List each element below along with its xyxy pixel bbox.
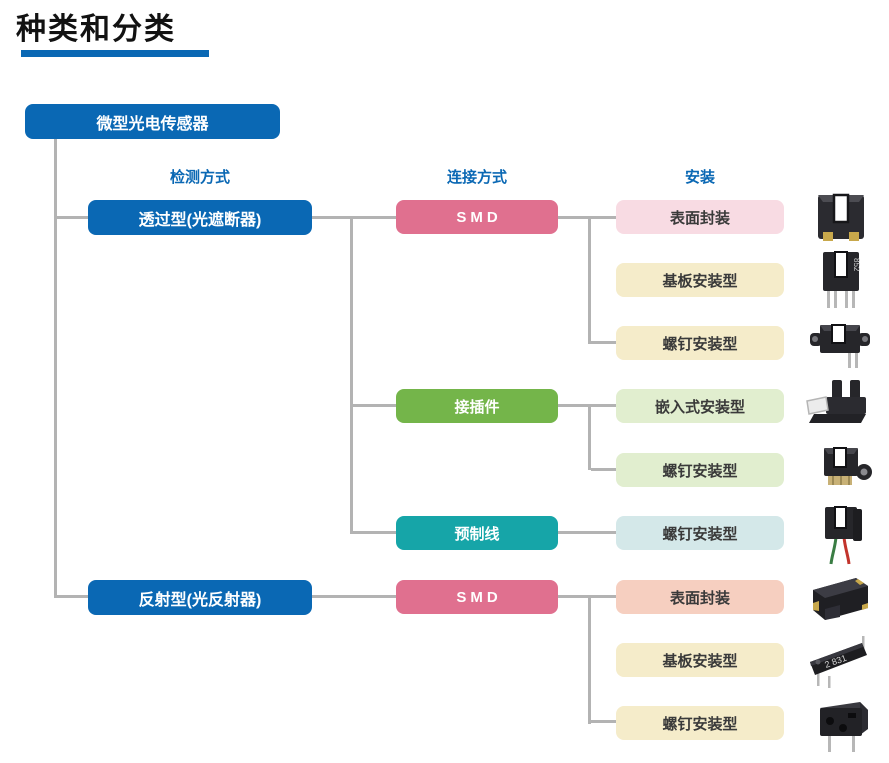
tree-line-detection-to-smd2 bbox=[312, 595, 396, 598]
tree-line-smd-to-mount bbox=[558, 216, 616, 219]
reflective-sensor-smd-icon bbox=[798, 565, 882, 629]
node-screw-mount-3: 螺钉安装型 bbox=[616, 516, 784, 550]
node-smd-2: SMD bbox=[396, 580, 558, 614]
tree-line-row1-stub bbox=[54, 216, 88, 219]
page-title: 种类和分类 bbox=[16, 13, 176, 46]
tree-line-prewired-stub bbox=[353, 531, 396, 534]
node-screw-mount-2: 螺钉安装型 bbox=[616, 453, 784, 487]
tree-line-connector-to-mount bbox=[558, 404, 616, 407]
tree-line-smd2-to-mount bbox=[558, 595, 616, 598]
node-connector: 接插件 bbox=[396, 389, 558, 423]
node-surface-mount-2: 表面封装 bbox=[616, 580, 784, 614]
reflective-sensor-pcb-icon: 2 831 bbox=[798, 628, 882, 692]
tree-line-row3-stub bbox=[591, 341, 616, 344]
column-header-connection: 连接方式 bbox=[446, 169, 507, 186]
slot-sensor-pcb-icon: 852 bbox=[798, 248, 882, 312]
slot-sensor-smd-icon bbox=[798, 185, 882, 249]
title-underline bbox=[21, 50, 209, 57]
tree-line-row7-stub bbox=[54, 595, 88, 598]
svg-text:852: 852 bbox=[852, 258, 861, 272]
node-reflective-type: 反射型(光反射器) bbox=[88, 580, 312, 615]
tree-line-row9-stub bbox=[591, 720, 616, 723]
tree-line-connector-stub bbox=[353, 404, 396, 407]
reflective-sensor-screw-icon bbox=[798, 691, 882, 755]
tree-line-connection-vertical bbox=[350, 216, 353, 534]
svg-text:2 831: 2 831 bbox=[823, 653, 848, 670]
node-smd-1: SMD bbox=[396, 200, 558, 234]
tree-line-detection-to-smd bbox=[312, 216, 396, 219]
slot-sensor-screw-icon bbox=[798, 311, 882, 375]
node-pcb-mount-2: 基板安装型 bbox=[616, 643, 784, 677]
node-surface-mount-1: 表面封装 bbox=[616, 200, 784, 234]
tree-line-prewired-to-mount bbox=[558, 531, 616, 534]
tree-line-row5-stub bbox=[591, 468, 616, 471]
node-prewired: 预制线 bbox=[396, 516, 558, 550]
node-pcb-mount-1: 基板安装型 bbox=[616, 263, 784, 297]
column-header-detection: 检测方式 bbox=[169, 169, 230, 186]
node-screw-mount-1: 螺钉安装型 bbox=[616, 326, 784, 360]
column-header-mounting: 安装 bbox=[684, 169, 715, 186]
tree-line-root-vertical bbox=[54, 139, 57, 598]
node-embedded-mount: 嵌入式安装型 bbox=[616, 389, 784, 423]
slot-sensor-prewired-icon bbox=[798, 501, 882, 565]
tree-line-smd-group-vertical bbox=[588, 216, 591, 344]
node-root-sensor: 微型光电传感器 bbox=[25, 104, 280, 139]
tree-line-smd2-group-vertical bbox=[588, 595, 591, 724]
slot-sensor-connector-icon bbox=[798, 374, 882, 438]
slot-sensor-screw-connector-icon bbox=[798, 438, 882, 502]
node-screw-mount-4: 螺钉安装型 bbox=[616, 706, 784, 740]
tree-line-connector-group-vertical bbox=[588, 404, 591, 470]
node-through-beam-type: 透过型(光遮断器) bbox=[88, 200, 312, 235]
